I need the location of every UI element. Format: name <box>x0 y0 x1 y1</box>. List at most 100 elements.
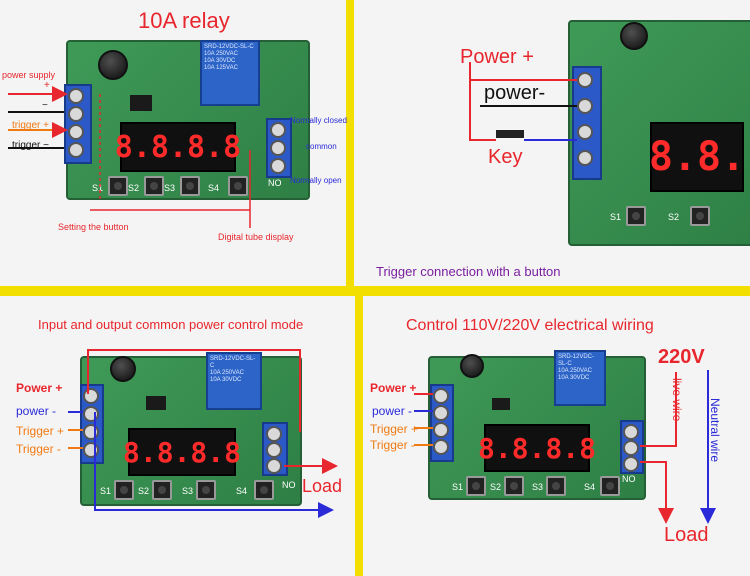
label-s1: S1 <box>452 482 464 492</box>
label-s2: S2 <box>138 486 150 496</box>
label-s2: S2 <box>668 212 680 222</box>
digital-tube-display: 8.8. <box>649 122 745 192</box>
button-s1[interactable] <box>108 176 128 196</box>
title-common-power-mode: Input and output common power control mo… <box>38 317 304 332</box>
capacitor <box>460 354 484 378</box>
label-s4: S4 <box>584 482 596 492</box>
label-s2: S2 <box>128 183 140 193</box>
screw-terminal <box>433 388 449 404</box>
button-s4[interactable] <box>228 176 248 196</box>
label-normally-open: Normally open <box>290 176 342 185</box>
button-s4[interactable] <box>254 480 274 500</box>
label-no: NO <box>282 480 296 490</box>
screw-terminal <box>68 106 84 122</box>
capacitor <box>110 356 136 382</box>
label-digital-tube: Digital tube display <box>218 232 294 242</box>
screw-terminal <box>266 426 282 442</box>
caption-trigger-connection: Trigger connection with a button <box>376 264 561 279</box>
label-trigger-plus: Trigger + <box>16 424 64 438</box>
label-s1: S1 <box>92 183 104 193</box>
label-power-plus: Power + <box>370 381 417 395</box>
digital-tube-display: 8.8.8.8 <box>115 122 241 172</box>
label-220v: 220V <box>658 346 705 368</box>
screw-terminal <box>270 158 286 174</box>
button-s1[interactable] <box>626 206 646 226</box>
button-s3[interactable] <box>196 480 216 500</box>
label-s1: S1 <box>610 212 622 222</box>
screw-terminal <box>623 456 639 472</box>
relay-module: SRD-12VDC-SL-C 10A 250VAC 10A 30VDC 10A … <box>200 40 260 106</box>
label-plus: + <box>44 80 50 91</box>
label-s4: S4 <box>236 486 248 496</box>
capacitor <box>98 50 128 80</box>
label-s3: S3 <box>164 183 176 193</box>
screw-terminal <box>623 440 639 456</box>
label-s3: S3 <box>182 486 194 496</box>
label-no: NO <box>268 178 282 188</box>
label-s2: S2 <box>490 482 502 492</box>
wire-key <box>469 62 496 141</box>
label-trigger-plus: trigger + <box>12 120 49 131</box>
label-s1: S1 <box>100 486 112 496</box>
button-s1[interactable] <box>114 480 134 500</box>
screw-terminal <box>68 124 84 140</box>
relay-module: SRD-12VDC-SL-C 10A 250VAC 10A 30VDC <box>554 350 606 406</box>
label-minus: − <box>42 100 48 111</box>
button-s4[interactable] <box>600 476 620 496</box>
label-trigger-minus: Trigger - <box>16 442 61 456</box>
key-switch <box>496 130 524 138</box>
capacitor <box>620 22 648 50</box>
label-power-plus: Power + <box>16 381 63 395</box>
button-s1[interactable] <box>466 476 486 496</box>
button-s2[interactable] <box>144 176 164 196</box>
screw-terminal <box>577 124 593 140</box>
wire-red-loop <box>87 349 301 432</box>
label-normally-closed: Normally closed <box>290 116 347 125</box>
divider-horizontal <box>0 286 750 296</box>
label-power-supply: power supply <box>2 70 56 80</box>
label-load: Load <box>302 476 343 496</box>
ic-chip <box>146 396 166 410</box>
label-power-minus: power - <box>372 404 413 418</box>
screw-terminal <box>270 122 286 138</box>
button-s2[interactable] <box>504 476 524 496</box>
screw-terminal <box>577 150 593 166</box>
label-no: NO <box>622 474 636 484</box>
button-s3[interactable] <box>546 476 566 496</box>
label-trigger-minus: trigger − <box>12 140 49 151</box>
label-s3: S3 <box>532 482 544 492</box>
divider-vertical-top <box>346 0 354 290</box>
wire-live <box>640 372 677 447</box>
screw-terminal <box>270 140 286 156</box>
screw-terminal <box>577 98 593 114</box>
title-10a-relay: 10A relay <box>138 8 230 33</box>
button-s3[interactable] <box>180 176 200 196</box>
label-trigger-plus: Trigger + <box>370 422 418 436</box>
screw-terminal <box>266 458 282 474</box>
label-key: Key <box>488 146 523 168</box>
label-power-minus: power- <box>484 82 546 104</box>
title-electrical-wiring: Control 110V/220V electrical wiring <box>406 317 654 334</box>
label-load: Load <box>664 524 709 546</box>
wire-blue-return <box>94 412 334 518</box>
ic-chip <box>130 95 152 111</box>
ic-chip <box>492 398 510 410</box>
label-power-plus: Power + <box>460 46 534 68</box>
screw-terminal <box>266 442 282 458</box>
screw-terminal <box>433 439 449 455</box>
digital-tube-display: 8.8.8.8 <box>123 428 241 476</box>
button-s2[interactable] <box>690 206 710 226</box>
screw-terminal <box>577 72 593 88</box>
wire-load <box>640 461 674 524</box>
screw-terminal <box>68 142 84 158</box>
label-common: common <box>306 142 337 151</box>
divider-vertical-bottom <box>355 290 363 576</box>
screw-terminal <box>68 88 84 104</box>
screw-terminal <box>433 422 449 438</box>
button-s2[interactable] <box>152 480 172 500</box>
relay-module: SRD-12VDC-SL-C 10A 250VAC 10A 30VDC <box>206 352 262 410</box>
label-trigger-minus: Trigger - <box>370 438 415 452</box>
label-setting-button: Setting the button <box>58 222 129 232</box>
digital-tube-display: 8.8.8.8 <box>478 424 596 472</box>
